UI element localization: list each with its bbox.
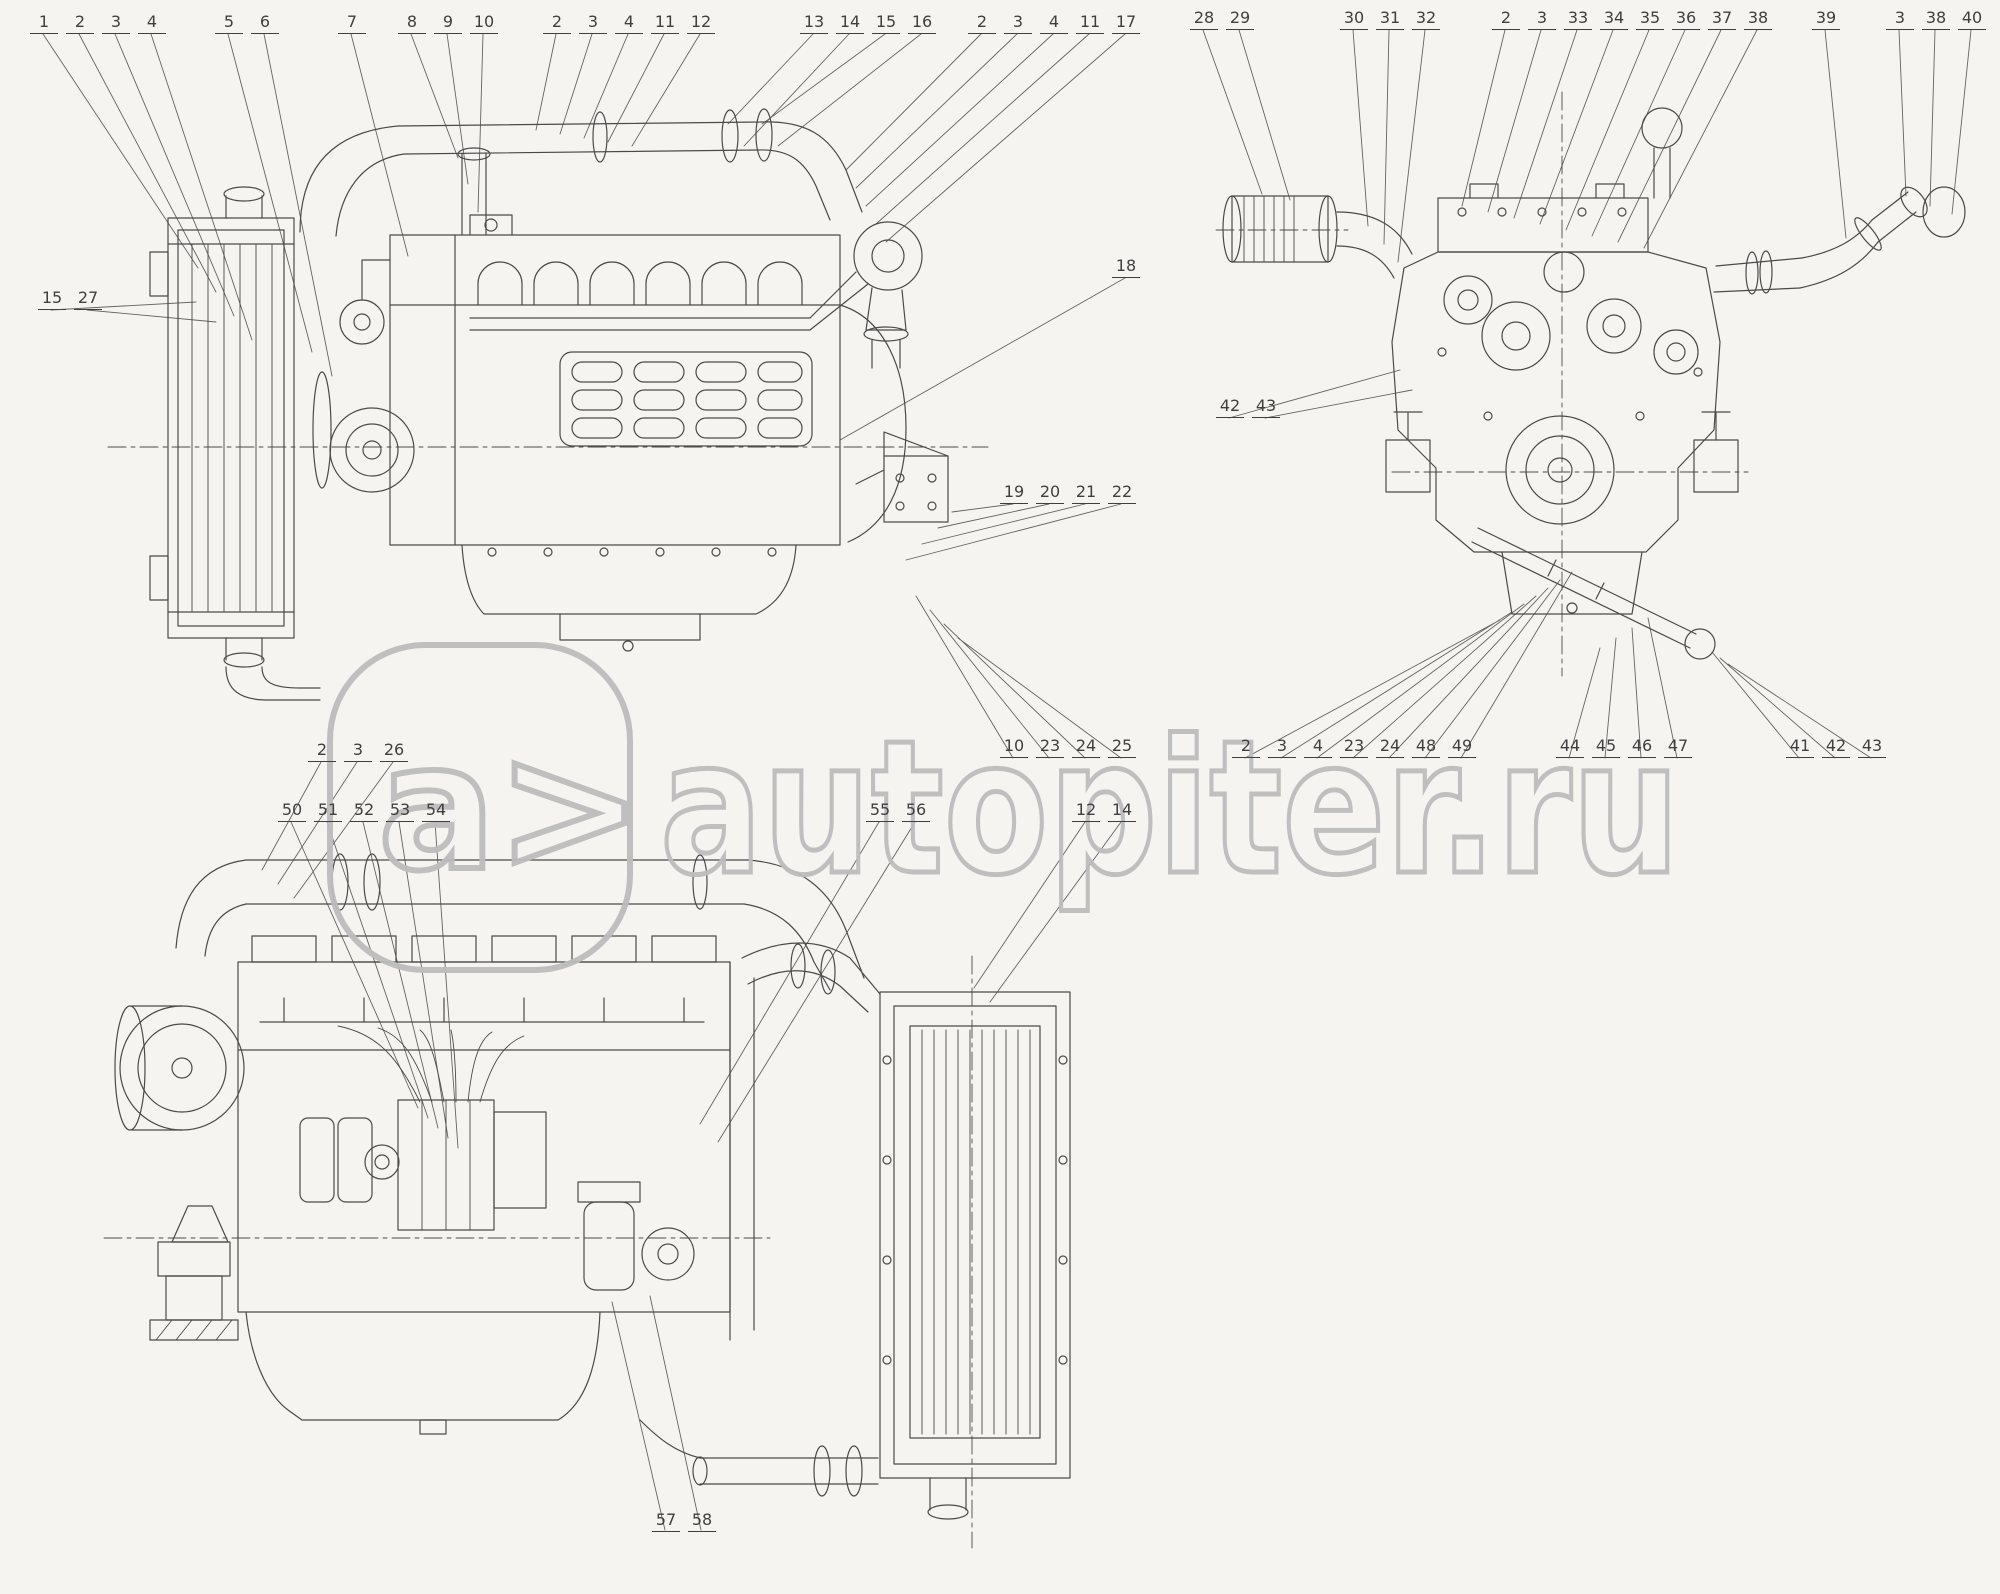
crank-pulley: [329, 407, 415, 493]
hose-clamp: [845, 1445, 863, 1497]
watermark-logo-text: a>: [378, 707, 643, 910]
rear-engine-mount: [855, 431, 949, 523]
oil-filter: [577, 1181, 641, 1291]
flywheel-housing: [839, 304, 907, 543]
hose-clamp: [692, 854, 708, 910]
fuel-injection-pump: [337, 1025, 547, 1231]
hose-clamp: [721, 109, 739, 163]
fuel-filters: [299, 1117, 373, 1203]
hose-clamp: [813, 1445, 831, 1497]
cylinder-head-front: [1437, 183, 1649, 253]
idler-pulleys: [1443, 251, 1699, 375]
front-engine-mounts: [1385, 411, 1739, 493]
engine-block-bottom-view: [237, 935, 755, 1341]
hose-clamp: [820, 949, 836, 995]
exhaust-outlet-pipe: [1713, 186, 1966, 295]
watermark-logo-frame: [327, 642, 633, 973]
crankshaft-pulley: [1505, 415, 1615, 525]
exhaust-manifold: [469, 261, 869, 331]
leader-lines: [42, 29, 1972, 1531]
fan-blade: [312, 371, 332, 489]
radiator-front: [149, 186, 321, 701]
hose-clamp: [790, 943, 806, 989]
engine-side-view-top: [107, 108, 989, 701]
air-inlet-connector: [1222, 195, 1413, 279]
oil-dipstick-tube: [1471, 527, 1716, 660]
engine-block-side: [389, 214, 841, 557]
oil-pan-front: [1501, 551, 1643, 615]
front-engine-mount-bottom-view: [149, 1205, 239, 1341]
oil-pan-bottom-view: [245, 1311, 601, 1435]
turbocharger: [853, 221, 923, 369]
oil-pan: [461, 544, 797, 652]
engine-front-outline: [1391, 251, 1721, 553]
hose-clamp: [363, 853, 381, 911]
watermark: a> autopiter.ru: [327, 642, 1683, 973]
oil-filler-breather: [1641, 107, 1683, 199]
engine-front-view: [1215, 91, 1966, 677]
radiator-bottom-view: [879, 991, 1071, 1520]
hose-clamp: [592, 111, 608, 163]
starter-motor: [641, 1227, 695, 1281]
engine-side-view-bottom: [103, 853, 1071, 1549]
intake-pipe-bottom-view: [175, 853, 865, 991]
watermark-site-text: autopiter.ru: [660, 700, 1680, 916]
fan-hub-pulley: [339, 259, 391, 345]
lower-radiator-hose: [639, 1419, 879, 1497]
hose-clamp: [755, 108, 773, 162]
intake-pipe: [299, 108, 863, 237]
air-filter: [114, 1005, 245, 1131]
charge-air-pipe: [741, 942, 881, 1013]
